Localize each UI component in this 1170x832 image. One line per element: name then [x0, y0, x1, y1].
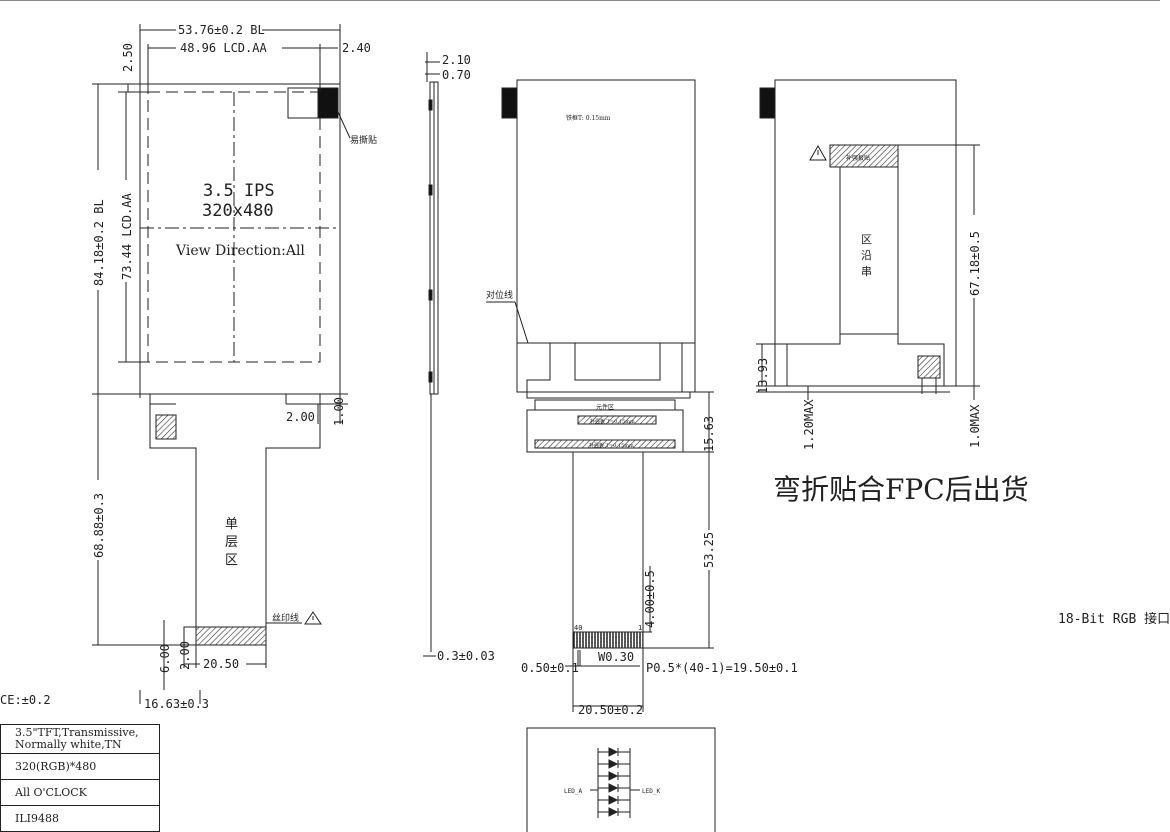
dim-fpc-length: 53.25: [702, 532, 716, 568]
led-circuit: [527, 728, 715, 832]
dim-bent-lower: 13.93: [756, 358, 770, 394]
spec-view-direction: All O'CLOCK: [0, 779, 160, 806]
resolution-label: 320x480: [202, 201, 274, 221]
warning-icon-front: [305, 612, 321, 624]
spec-driver-ic: ILI9488: [0, 805, 160, 832]
single-layer-char-3: 区: [225, 553, 238, 568]
dim-lcd-aa-height: 73.44 LCD.AA: [120, 193, 134, 280]
bent-char-3: 串: [861, 265, 872, 278]
dim-fpc-offset: 2.00: [286, 410, 315, 424]
table-row: 3.5"TFT,Transmissive, Normally white,TN: [0, 724, 160, 754]
tear-tape-tab: [318, 88, 338, 118]
bent-label-box: [830, 145, 898, 167]
dim-gold-finger-length: 4.00±0.5: [643, 570, 657, 628]
bent-label-text: 补强板贴: [846, 154, 870, 162]
align-line-label: 对位线: [486, 289, 513, 301]
tolerance-note: CE:±0.2: [0, 693, 51, 707]
dim-finger-width: W0.30: [598, 650, 634, 664]
dim-edge-margin: 0.50±0.1: [521, 661, 579, 675]
frame-note: 铁框T: 0.15mm: [566, 114, 611, 122]
tear-tape-label: 易撕贴: [350, 134, 377, 146]
dim-connector-width: 20.50±0.2: [578, 703, 643, 717]
top-border-line: [0, 0, 1160, 1]
dim-bent-left-max: 1.20MAX: [802, 399, 816, 450]
dim-connector-block: 15.63: [702, 416, 716, 452]
front-gold-finger: [196, 627, 266, 645]
dim-pitch: P0.5*(40-1)=19.50±0.1: [646, 661, 798, 675]
dim-thickness-total: 2.10: [442, 53, 471, 67]
bent-stiffener: [918, 356, 940, 378]
side-view-labels: 2.10 0.70 0.3±0.03: [437, 53, 495, 663]
led-symbol: [598, 796, 630, 804]
front-view-labels: 53.76±0.2 BL 48.96 LCD.AA 2.40 2.50 84.1…: [92, 23, 377, 711]
dim-tail-2: 2.00: [178, 641, 192, 670]
single-layer-char-1: 单: [225, 517, 238, 532]
bent-tear-tab: [760, 88, 775, 118]
led-symbol: [598, 808, 630, 816]
spec-table: 3.5"TFT,Transmissive, Normally white,TN …: [0, 724, 160, 832]
back-view: [486, 80, 714, 712]
led-cathode-label: LED_K: [642, 788, 660, 795]
back-stiffener-b: [535, 440, 675, 448]
stiffener-a-label: 补强板 T=0.15mm: [590, 418, 635, 425]
led-symbol: [598, 748, 630, 756]
dim-fpc-step: 1.00: [332, 397, 346, 426]
warning-icon-bent: [810, 146, 826, 160]
pin-1-label: 1: [638, 624, 642, 632]
view-direction-label: View Direction:All: [175, 243, 305, 259]
bent-panel-outline: [775, 80, 956, 386]
dim-lcd-aa-width: 48.96 LCD.AA: [180, 41, 267, 55]
dim-total-fpc-length: 68.88±0.3: [92, 493, 106, 558]
stiffener-b-label: 补强板 T=0.15mm: [589, 442, 634, 449]
dim-bent-height: 67.18±0.5: [968, 231, 982, 296]
dim-thickness-glass: 0.70: [442, 68, 471, 82]
front-stiffener: [156, 415, 176, 439]
led-anode-label: LED_A: [564, 788, 582, 795]
front-view: [92, 24, 350, 704]
dim-bl-height: 84.18±0.2 BL: [92, 199, 106, 286]
dim-fpc-position: 16.63±0.3: [144, 697, 209, 711]
table-row: 320(RGB)*480: [0, 753, 160, 780]
back-gold-fingers: [573, 632, 643, 648]
front-panel-outline: [140, 84, 340, 394]
panel-size-label: 3.5 IPS: [203, 181, 275, 201]
led-circuit-labels: LED_A LED_K: [564, 788, 660, 795]
spec-display-type: 3.5"TFT,Transmissive, Normally white,TN: [0, 724, 160, 754]
dim-bent-right-max: 1.0MAX: [968, 404, 982, 448]
dim-right-margin: 2.40: [342, 41, 371, 55]
back-tear-tab: [502, 88, 517, 118]
back-view-labels: 铁框T: 0.15mm 对位线 元件区 补强板 T=0.15mm 补强板 T=0…: [486, 114, 798, 717]
back-panel-outline: [517, 80, 695, 392]
interface-note: 18-Bit RGB 接口: [1058, 612, 1170, 627]
led-symbol: [598, 772, 630, 780]
dim-tail-width: 20.50: [203, 657, 239, 671]
side-view: [423, 52, 440, 656]
bent-shipping-note: 弯折贴合FPC后出货: [773, 473, 1029, 506]
led-symbol: [598, 760, 630, 768]
component-area-label: 元件区: [596, 403, 614, 411]
table-row: ILI9488: [0, 805, 160, 832]
pin-40-label: 40: [574, 624, 582, 632]
silk-line-label: 丝印线: [272, 612, 299, 624]
bent-view-labels: 补强板贴 区 沿 串 67.18±0.5 13.93 1.20MAX 1.0MA…: [756, 154, 982, 450]
led-symbol: [598, 784, 630, 792]
back-stiffener-a: [578, 416, 656, 424]
dim-fpc-thickness: 0.3±0.03: [437, 649, 495, 663]
table-row: All O'CLOCK: [0, 779, 160, 806]
dim-tail-6: 6.00: [158, 644, 172, 673]
dim-top-margin: 2.50: [121, 43, 135, 72]
spec-resolution: 320(RGB)*480: [0, 753, 160, 780]
dim-bl-width: 53.76±0.2 BL: [178, 23, 265, 37]
bent-char-1: 区: [861, 233, 872, 246]
single-layer-char-2: 层: [225, 535, 238, 550]
bent-view: [756, 80, 980, 400]
bent-char-2: 沿: [861, 249, 872, 262]
led-circuit-frame: [527, 728, 715, 832]
